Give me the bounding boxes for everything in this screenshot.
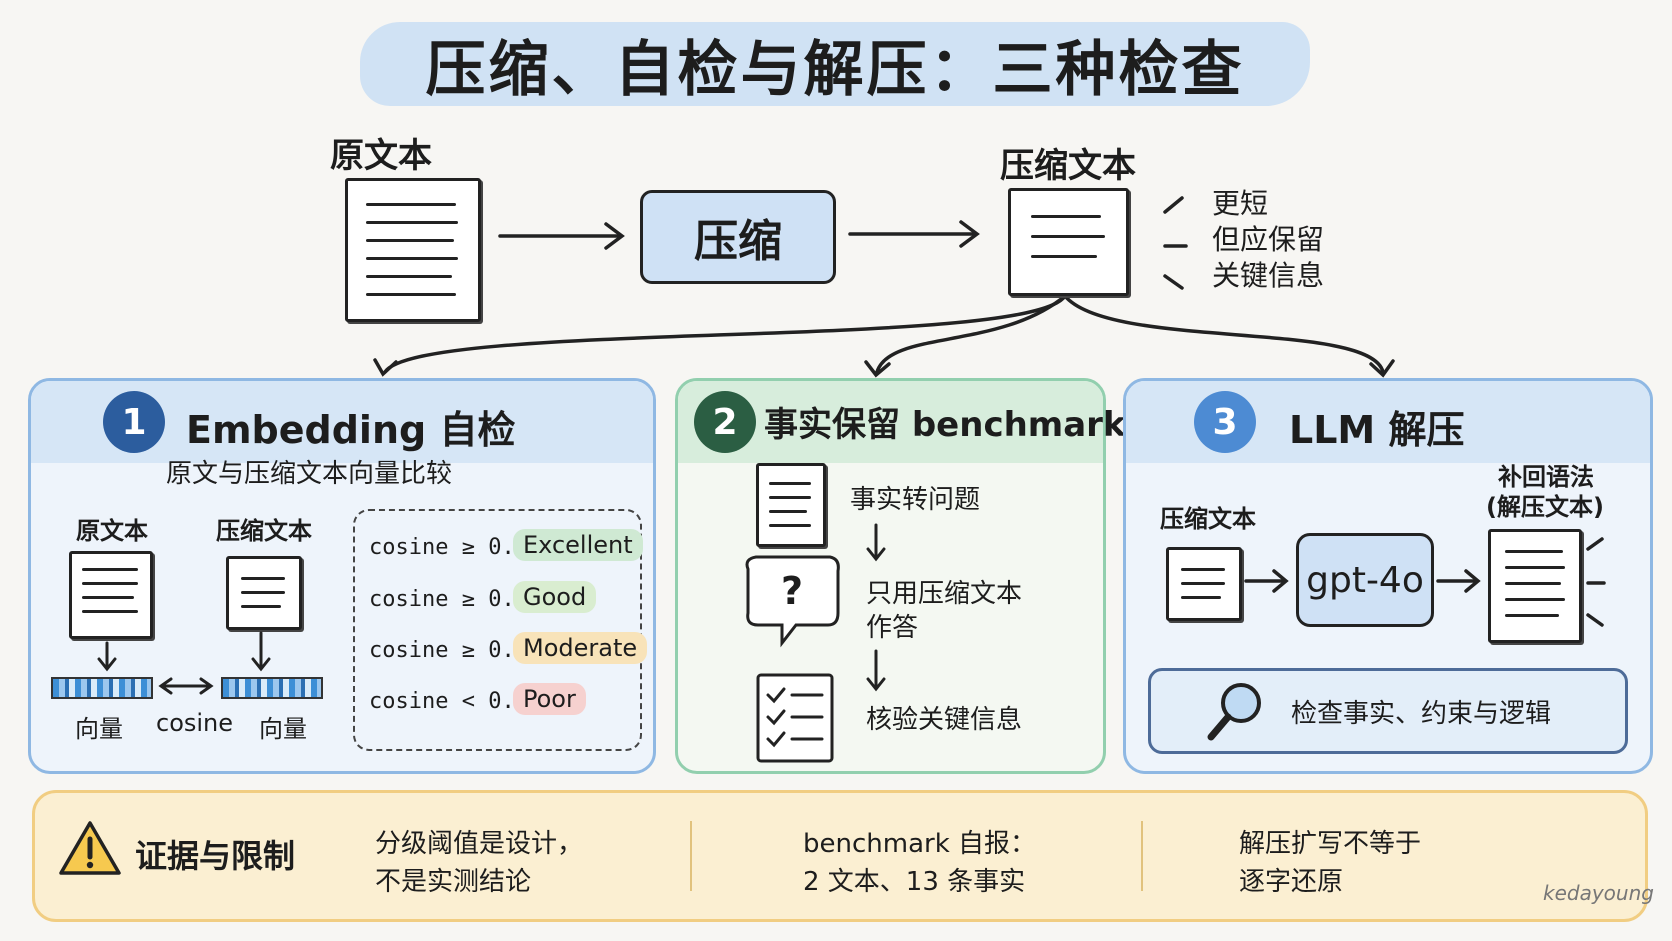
evidence-heading: 证据与限制 bbox=[135, 837, 296, 875]
check-facts-text: 检查事实、约束与逻辑 bbox=[1291, 699, 1552, 729]
evidence-col2-line1: benchmark 自报： bbox=[803, 829, 1037, 859]
panel-2-graphics bbox=[745, 523, 886, 763]
threshold-grade-excellent: Excellent bbox=[513, 529, 643, 561]
note-keep: 但应保留 bbox=[1212, 223, 1325, 256]
step-verify-key-info: 核验关键信息 bbox=[866, 705, 1023, 735]
threshold-cond-3: cosine ≥ 0.85 bbox=[369, 638, 542, 663]
evidence-col1-line2: 不是实测结论 bbox=[375, 867, 532, 897]
step-number-3: 3 bbox=[1194, 391, 1256, 453]
threshold-grade-poor: Poor bbox=[513, 683, 586, 715]
step-fact-to-question: 事实转问题 bbox=[850, 485, 981, 515]
compressed-text-label: 压缩文本 bbox=[216, 517, 312, 545]
gpt-model-box: gpt-4o bbox=[1296, 533, 1434, 627]
separator-1 bbox=[690, 821, 692, 891]
vector-label-right: 向量 bbox=[259, 715, 307, 743]
separator-2 bbox=[1141, 821, 1143, 891]
vector-label-left: 向量 bbox=[75, 715, 123, 743]
panel-embedding-check: 1 Embedding 自检 原文与压缩文本向量比较 原文本 压缩文本 向量 c… bbox=[28, 378, 656, 774]
vector-arrows bbox=[97, 631, 271, 695]
panel-1-title: Embedding 自检 bbox=[186, 408, 516, 452]
original-doc-icon bbox=[69, 551, 153, 639]
question-bubble-icon: ? bbox=[781, 569, 804, 613]
threshold-cond-2: cosine ≥ 0.90 bbox=[369, 587, 542, 612]
cosine-label: cosine bbox=[156, 709, 234, 737]
compressed-doc-icon bbox=[226, 556, 302, 630]
panel-1-subtitle: 原文与压缩文本向量比较 bbox=[166, 459, 453, 489]
step-answer: 作答 bbox=[866, 613, 919, 643]
input-label: 压缩文本 bbox=[1160, 505, 1256, 533]
panel-2-title: 事实保留 benchmark bbox=[764, 405, 1126, 445]
threshold-box: cosine ≥ 0.95 Excellent cosine ≥ 0.90 Go… bbox=[353, 509, 648, 751]
compress-step: 压缩 bbox=[640, 190, 836, 284]
threshold-cond-1: cosine ≥ 0.95 bbox=[369, 535, 542, 560]
evidence-limits-bar: 证据与限制 分级阈值是设计， 不是实测结论 benchmark 自报： 2 文本… bbox=[32, 790, 1654, 922]
check-facts-bar: 检查事实、约束与逻辑 bbox=[1148, 668, 1628, 754]
output-label-decompressed: (解压文本) bbox=[1486, 493, 1604, 521]
compressed-text-label: 压缩文本 bbox=[1000, 146, 1136, 186]
evidence-col1-line1: 分级阈值是设计， bbox=[375, 829, 584, 859]
fact-document-icon bbox=[756, 463, 826, 547]
source-text-label: 原文本 bbox=[330, 136, 432, 176]
input-doc-icon bbox=[1166, 547, 1242, 621]
panel-3-title: LLM 解压 bbox=[1289, 408, 1465, 452]
output-doc-icon bbox=[1488, 529, 1582, 643]
original-text-label: 原文本 bbox=[76, 517, 148, 545]
title-highlight bbox=[360, 22, 1310, 106]
page-title: 压缩、自检与解压：三种检查 bbox=[425, 34, 1245, 105]
compressed-document-icon bbox=[1008, 188, 1129, 296]
output-label-grammar: 补回语法 bbox=[1498, 463, 1594, 491]
panel-fact-benchmark: 2 事实保留 benchmark 事实转问题 ? 只用压缩文本 作答 核验关键信… bbox=[675, 378, 1126, 774]
step-number-2: 2 bbox=[694, 391, 756, 453]
evidence-col3-line1: 解压扩写不等于 bbox=[1239, 829, 1422, 859]
source-document-icon bbox=[345, 178, 481, 322]
threshold-grade-moderate: Moderate bbox=[513, 632, 648, 664]
evidence-col2-line2: 2 文本、13 条事实 bbox=[803, 867, 1026, 897]
magnifier-icon bbox=[1207, 683, 1261, 741]
threshold-cond-4: cosine < 0.85 bbox=[369, 689, 542, 714]
threshold-grade-good: Good bbox=[513, 581, 597, 613]
panel-3-arrows bbox=[1244, 537, 1606, 627]
note-shorter: 更短 bbox=[1212, 187, 1269, 220]
compressed-vector-bar bbox=[221, 677, 323, 699]
step-answer-only-compressed: 只用压缩文本 bbox=[866, 579, 1023, 609]
original-vector-bar bbox=[51, 677, 153, 699]
evidence-col3-line2: 逐字还原 bbox=[1239, 867, 1344, 897]
author-credit: kedayoung bbox=[1543, 881, 1654, 905]
warning-triangle-icon bbox=[59, 821, 121, 875]
step-number-1: 1 bbox=[103, 391, 165, 453]
note-key-info: 关键信息 bbox=[1212, 259, 1325, 292]
